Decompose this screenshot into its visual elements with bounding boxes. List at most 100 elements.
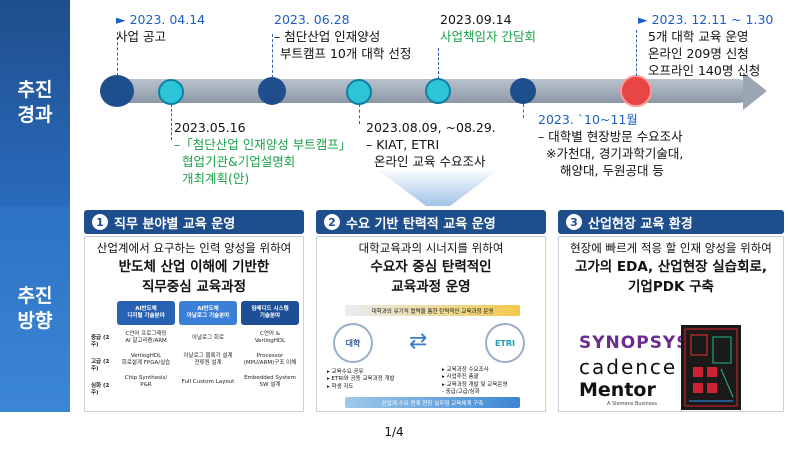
level-label: 고급 (2주) [91,359,110,372]
panel-main-line: 교육과정 운영 [391,278,471,295]
timeline-event: 2023.09.14 사업책임자 간담회 [440,12,536,46]
timeline-dot [346,79,372,105]
panel-main-line: 기업PDK 구축 [628,278,714,295]
timeline-event: ► 2023. 12.11 ~ 1.30 5개 대학 교육 운영 온라인 209… [638,12,773,80]
panel-main-line: 고가의 EDA, 산업현장 실습회로, [574,259,768,275]
level-label: 중급 (2주) [91,335,110,348]
timeline-dot [258,77,286,105]
timeline-connector [117,32,118,76]
side-label-line: 추진 [17,285,53,308]
course-cell: 아날로그 회로 [191,334,225,341]
timeline-connector [359,104,360,124]
event-date: ► 2023. 04.14 [116,12,206,27]
event-line: 온라인 교육 수요조사 [374,153,486,169]
panel-number: 3 [566,214,582,230]
panel-subtitle: 산업계에서 요구하는 인력 양성을 위하여 [96,241,292,255]
page-number: 1/4 [384,425,404,439]
role-item: ▸ 학생 지도 [327,383,354,390]
track-header: AI반도체 디지털 기술분야 [117,301,175,325]
panel-number: 2 [324,214,340,230]
exchange-arrows-icon: ⇄ [409,329,428,354]
event-line: 5개 대학 교육 운영 [648,28,749,44]
timeline-connector [636,30,637,76]
panel-header: 2 수요 기반 탄력적 교육 운영 [316,210,546,234]
role-item: ▸ 교육수요 공유 [327,369,364,375]
role-item: ▸ 교육과정 수요조사 [442,367,489,373]
event-line: – KIAT, ETRI [366,136,440,152]
side-label-line: 방향 [17,310,53,332]
event-date: 2023.05.16 [174,120,246,135]
panel-header: 1 직무 분야별 교육 운영 [84,210,304,234]
panel-title: 수요 기반 탄력적 교육 운영 [346,216,496,232]
track-header: AI반도체 아날로그 기술분야 [179,301,237,325]
panel-body: 대학교육과의 시너지를 위하여 수요자 중심 탄력적인 교육과정 운영 대학과의… [316,236,546,412]
panel-area: 1 직무 분야별 교육 운영 산업계에서 요구하는 인력 양성을 위하여 반도체… [78,206,788,412]
event-date: 2023. 06.28 [274,12,350,27]
event-line: 사업 공고 [116,28,166,44]
etri-circle: ETRI [485,323,525,363]
track-column: AI반도체 디지털 기술분야 C언어 프로그래밍 AI 알고리즘/ARM Ver… [117,301,175,409]
course-cell: Full Custom Layout [181,378,235,385]
event-date: 2023.08.09, ~08.29. [366,120,496,135]
timeline-event: ► 2023. 04.14 사업 공고 [116,12,205,46]
side-label-line: 추진 [17,79,53,102]
course-cell: Processor (MPU/ARM)구조 이해 [243,353,297,366]
timeline: ► 2023. 04.14 사업 공고 2023. 06.28 – 첨단산업 인… [78,0,788,206]
timeline-dot [510,78,536,104]
timeline-dot [620,75,652,107]
event-line: – 첨단산업 인재양성 [274,28,381,44]
curriculum-table: 중급 (2주) 고급 (2주) 심화 (2주) AI반도체 디지털 기술분야 C… [91,301,299,409]
course-cell: C언어 프로그래밍 AI 알고리즘/ARM [125,331,167,344]
etri-roles: ▸ 교육과정 수요조사 ▸ 사업추진 총괄 ▸ 교육과정 개발 및 교육운영 -… [442,367,507,397]
panel-subtitle: 현장에 빠르게 적응 할 인재 양성을 위하여 [570,241,772,255]
diagram-top-banner: 대학과의 유기적 협력을 통한 탄력적인 교육과정 운영 [345,305,520,316]
course-cell: Embedded System SW 설계 [244,375,296,388]
timeline-dot [425,78,451,104]
timeline-connector [171,104,172,140]
circuit-layout-image [681,325,741,410]
timeline-event: 2023. 06.28 – 첨단산업 인재양성 부트캠프 10개 대학 선정 [274,12,411,63]
event-line: 부트캠프 10개 대학 선정 [280,45,412,61]
event-line: 협업기관&기업설명회 [182,153,296,169]
role-item: ▸ 교육과정 개발 및 교육운영 [442,381,508,388]
role-item: - 중급/고급/심화 [442,389,480,396]
course-cell: Chip Synthesis/ P&R [124,375,168,388]
panel-title: 산업현장 교육 환경 [588,216,693,232]
panel-subtitle: 대학교육과의 시너지를 위하여 [358,241,504,255]
timeline-connector [523,104,524,118]
event-line: –「첨단산업 인재양성 부트캠프」 [174,136,352,152]
synopsys-logo: SYNOPSYS [579,333,690,353]
panel-body: 산업계에서 요구하는 인력 양성을 위하여 반도체 산업 이해에 기반한 직무중… [84,236,304,412]
timeline-dot [100,75,134,107]
cadence-logo: cadence [579,355,678,379]
event-line: ※가천대, 경기과학기술대, [546,145,684,161]
panel-body: 현장에 빠르게 적응 할 인재 양성을 위하여 고가의 EDA, 산업현장 실습… [558,236,784,412]
panel-main-line: 반도체 산업 이해에 기반한 [118,259,270,275]
track-column: AI반도체 아날로그 기술분야 아날로그 회로 아날로그 블록기 설계 전류원 … [179,301,237,409]
event-date: 2023.09.14 [440,12,512,27]
timeline-event: 2023. `10~11월 – 대학별 현장방문 수요조사 ※가천대, 경기과학… [538,112,683,180]
track-header: 임베디드 시스템 기술분야 [241,301,299,325]
panel-title: 직무 분야별 교육 운영 [114,216,236,232]
timeline-connector [438,48,439,79]
course-cell: C언어 & VerilogHDL [254,331,286,344]
event-date: ► 2023. 12.11 ~ 1.30 [638,12,774,27]
panel-main-line: 직무중심 교육과정 [141,278,247,295]
event-line: 개최계획(안) [182,170,250,186]
event-line: 온라인 209명 신청 [648,45,749,61]
track-column: 임베디드 시스템 기술분야 C언어 & VerilogHDL Processor… [241,301,299,409]
panel-number: 1 [92,214,108,230]
university-roles: ▸ 교육수요 공유 ▸ ETRI와 공동 교육과정 개발 ▸ 학생 지도 [327,369,395,391]
funnel-arrow-icon [378,170,498,206]
event-line: 사업책임자 간담회 [440,28,536,44]
mentor-tagline: A Siemens Business [607,401,658,407]
event-line: – 대학별 현장방문 수요조사 [538,128,683,144]
panel-header: 3 산업현장 교육 환경 [558,210,784,234]
side-label-line: 경과 [17,104,53,126]
timeline-arrow-icon [743,72,767,110]
event-line: 오프라인 140명 신청 [648,62,761,78]
mentor-logo: Mentor [579,379,656,401]
level-label: 심화 (2주) [91,383,110,396]
